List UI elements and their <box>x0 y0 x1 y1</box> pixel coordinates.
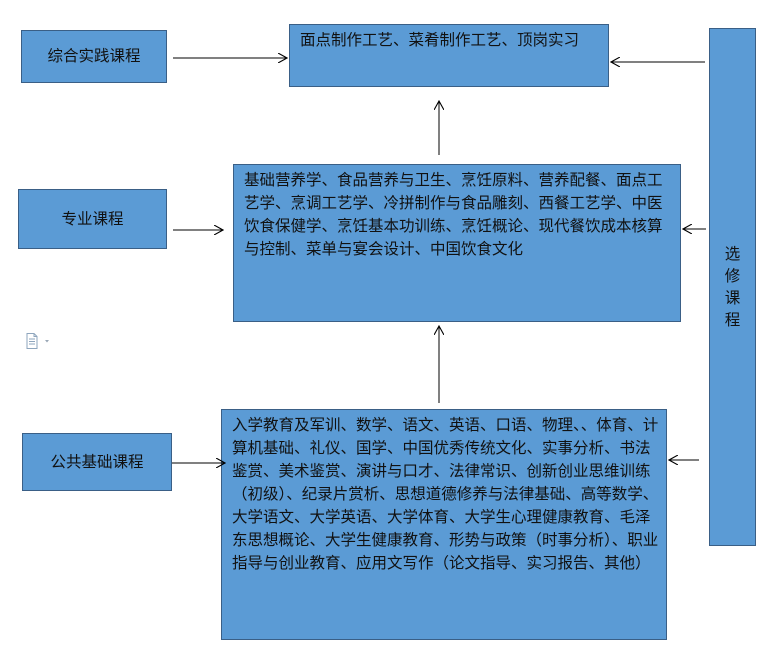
practice-course-content-box: 面点制作工艺、菜肴制作工艺、顶岗实习 <box>289 24 609 87</box>
elective-char-2: 修 <box>724 267 741 285</box>
practice-course-content: 面点制作工艺、菜肴制作工艺、顶岗实习 <box>300 31 580 49</box>
public-course-content: 入学教育及军训、数学、语文、英语、口语、物理、、体育、计算机基础、礼仪、国学、中… <box>232 416 659 572</box>
elective-course-box: 选 修 课 程 <box>709 28 756 546</box>
practice-course-label-box: 综合实践课程 <box>21 30 167 83</box>
practice-course-label: 综合实践课程 <box>47 47 141 65</box>
elective-char-3: 课 <box>724 289 741 307</box>
document-icon <box>26 333 49 349</box>
major-course-content-box: 基础营养学、食品营养与卫生、烹饪原料、营养配餐、面点工艺学、烹调工艺学、冷拼制作… <box>233 164 681 322</box>
chevron-down-icon <box>45 340 49 343</box>
public-course-label-box: 公共基础课程 <box>22 433 172 491</box>
elective-char-4: 程 <box>724 311 741 329</box>
major-course-label: 专业课程 <box>61 209 124 228</box>
elective-char-1: 选 <box>724 245 741 263</box>
public-course-label: 公共基础课程 <box>50 452 144 471</box>
public-course-content-box: 入学教育及军训、数学、语文、英语、口语、物理、、体育、计算机基础、礼仪、国学、中… <box>221 409 667 640</box>
major-course-label-box: 专业课程 <box>18 189 167 249</box>
major-course-content: 基础营养学、食品营养与卫生、烹饪原料、营养配餐、面点工艺学、烹调工艺学、冷拼制作… <box>244 171 663 258</box>
